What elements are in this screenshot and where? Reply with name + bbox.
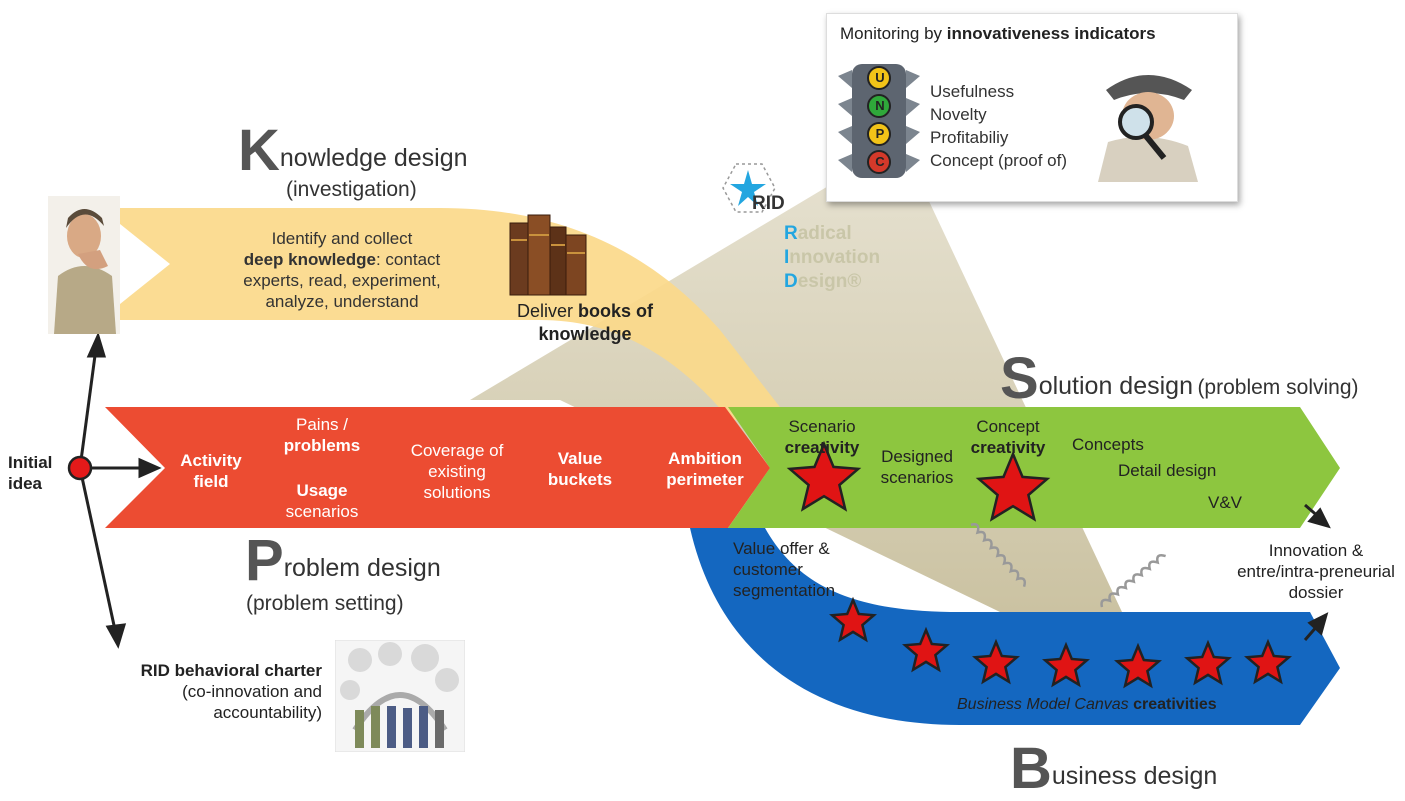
light-u-letter: U <box>875 70 885 85</box>
pains-problems-label: Pains /problems <box>283 415 361 455</box>
spring-right <box>1100 553 1167 608</box>
arrow-head-up <box>86 331 107 358</box>
traffic-light-icon <box>838 64 920 178</box>
designed-scenarios-label: Designed scenarios <box>880 447 954 487</box>
books-image <box>509 214 587 296</box>
indicator-usefulness: Usefulness <box>930 82 1015 101</box>
arrow-head-down <box>105 623 127 649</box>
rid-logo-mark: RID <box>752 193 785 214</box>
creativity-star-small <box>1114 642 1162 689</box>
vv-label: V&V <box>1208 493 1243 512</box>
arrow-head-business <box>1307 612 1329 636</box>
knowledge-band <box>100 208 790 420</box>
knowledge-design-subtitle: (investigation) <box>286 178 417 201</box>
detective-magnifier-image <box>1088 64 1210 182</box>
initial-idea-label: Initial idea <box>8 453 53 493</box>
ambition-perimeter-label: Ambition perimeter <box>666 449 744 489</box>
creativity-star-small <box>1244 638 1292 685</box>
problem-band <box>105 407 770 528</box>
business-band <box>690 528 1340 725</box>
light-u <box>867 66 891 90</box>
arrow-head-dossier <box>1307 507 1331 529</box>
light-n-letter: N <box>875 98 885 113</box>
behavioral-charter-label: RID behavioral charter(co-innovation and… <box>140 661 322 722</box>
rid-logo-line2: Innovation <box>784 247 881 268</box>
concepts-label: Concepts <box>1072 435 1144 454</box>
light-p-letter: P <box>875 126 885 141</box>
solution-band <box>728 407 1340 528</box>
creativity-star-small <box>829 596 877 643</box>
light-p <box>867 122 891 146</box>
value-offer-label: Value offer & customer segmentation <box>733 539 836 600</box>
rid-logo-icon <box>722 163 776 213</box>
creativity-star-small <box>902 626 950 673</box>
rid-logo-line3: Design® <box>784 271 862 292</box>
coverage-label: Coverage of existing solutions <box>410 441 504 502</box>
creativity-star-large <box>975 450 1051 522</box>
arrow-to-charter <box>78 467 117 631</box>
monitoring-title: Monitoring by innovativeness indicators <box>840 24 1156 43</box>
dossier-label: Innovation & entre/intra-preneurial doss… <box>1237 541 1395 602</box>
puzzle-people-image <box>335 640 465 752</box>
creativity-star-large <box>786 440 862 512</box>
value-buckets-label: Value buckets <box>547 449 613 489</box>
deliver-books: Deliver books of knowledge <box>516 301 653 344</box>
indicator-profitability: Profitabiliy <box>930 128 1009 147</box>
indicator-concept: Concept (proof of) <box>930 151 1068 170</box>
problem-design-subtitle: (problem setting) <box>246 592 404 615</box>
business-design-title: Business design <box>1010 736 1218 801</box>
detail-design-label: Detail design <box>1118 461 1217 480</box>
solution-design-title: Solution design (problem solving) <box>1000 346 1359 411</box>
diagram-canvas <box>67 182 1340 725</box>
indicator-novelty: Novelty <box>930 105 987 124</box>
arrow-to-knowledge <box>78 347 98 469</box>
knowledge-description: Identify and collect deep knowledge: con… <box>243 229 441 311</box>
creativity-star-small <box>1184 639 1232 686</box>
problem-design-title: Problem design <box>245 528 441 593</box>
bmc-creativities-label: Business Model Canvas creativities <box>957 696 1217 713</box>
light-c <box>867 150 891 174</box>
light-c-letter: C <box>875 154 885 169</box>
arrow-head-right <box>138 457 162 479</box>
spring-left <box>970 523 1027 588</box>
rid-logo-line1: Radical <box>784 223 852 244</box>
light-n <box>867 94 891 118</box>
knowledge-design-title: Knowledge design <box>238 118 468 183</box>
creativity-star-small <box>972 638 1020 685</box>
initial-idea-dot <box>67 455 93 481</box>
creativity-star-small <box>1042 641 1090 688</box>
activity-field-label: Activity field <box>180 451 242 491</box>
detective-person-image <box>48 196 120 334</box>
